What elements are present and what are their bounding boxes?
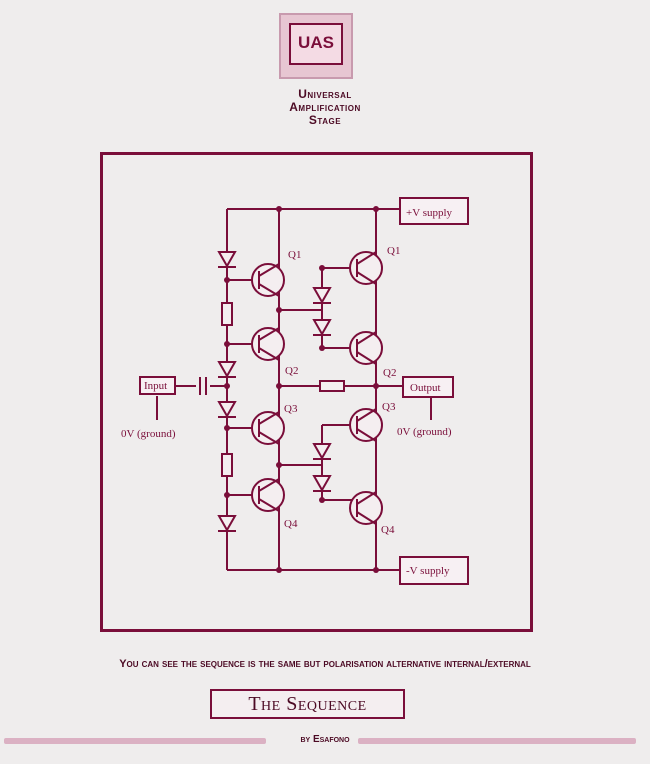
diode-icon [312, 319, 332, 337]
q3-right-label: Q3 [382, 401, 396, 413]
divider-left [4, 738, 266, 744]
output-label: Output [410, 382, 441, 394]
pos-supply-label: +V supply [406, 207, 453, 219]
resistor-icon [221, 453, 233, 477]
q4-right-label: Q4 [381, 524, 395, 536]
diode-icon [312, 287, 332, 305]
page-title: Universal Amplification Stage [225, 88, 425, 127]
byline: by Esafono [300, 734, 350, 745]
diode-icon [217, 251, 237, 269]
q1-right-label: Q1 [387, 245, 400, 257]
diode-icon [312, 475, 332, 493]
diode-icon [217, 515, 237, 533]
neg-supply-label: -V supply [406, 565, 450, 577]
transistor-icon [349, 331, 383, 365]
diode-icon [217, 401, 237, 419]
transistor-icon [251, 411, 285, 445]
logo-badge: UAS [289, 23, 343, 65]
resistor-icon [221, 302, 233, 326]
q1-left-label: Q1 [288, 249, 301, 261]
title-line-3: Stage [308, 113, 342, 127]
title-line-2: Amplification [289, 100, 361, 114]
caption-text: You can see the sequence is the same but… [119, 658, 531, 670]
transistor-icon [251, 263, 285, 297]
input-box [139, 376, 176, 395]
q2-left-label: Q2 [285, 365, 298, 377]
labels: +V supply -V supply Input Output 0V (gro… [121, 207, 453, 577]
resistors [221, 302, 345, 477]
q2-right-label: Q2 [383, 367, 396, 379]
q3-left-label: Q3 [284, 403, 298, 415]
transistor-icon [251, 327, 285, 361]
transistor-icon [349, 251, 383, 285]
ground-right-label: 0V (ground) [397, 426, 452, 438]
diodes [217, 251, 332, 533]
label-boxes [139, 197, 469, 585]
logo-text: UAS [298, 33, 334, 52]
diode-icon [217, 361, 237, 379]
transistors [251, 251, 383, 525]
transistor-icon [349, 491, 383, 525]
transistor-icon [349, 408, 383, 442]
ground-left-label: 0V (ground) [121, 428, 176, 440]
q4-left-label: Q4 [284, 518, 298, 530]
diode-icon [312, 443, 332, 461]
transistor-icon [251, 478, 285, 512]
title-line-1: Universal [298, 87, 352, 101]
the-sequence-button[interactable]: The Sequence [210, 689, 405, 719]
diagram-frame [100, 152, 533, 632]
resistor-icon [319, 380, 345, 392]
neg-supply-box [399, 556, 469, 585]
uas-logo: UAS [279, 13, 353, 79]
capacitor-icon [196, 377, 210, 395]
divider-right [358, 738, 636, 744]
pos-supply-box [399, 197, 469, 225]
output-box [402, 376, 454, 398]
junction-dots [224, 206, 379, 573]
input-label: Input [144, 380, 167, 392]
